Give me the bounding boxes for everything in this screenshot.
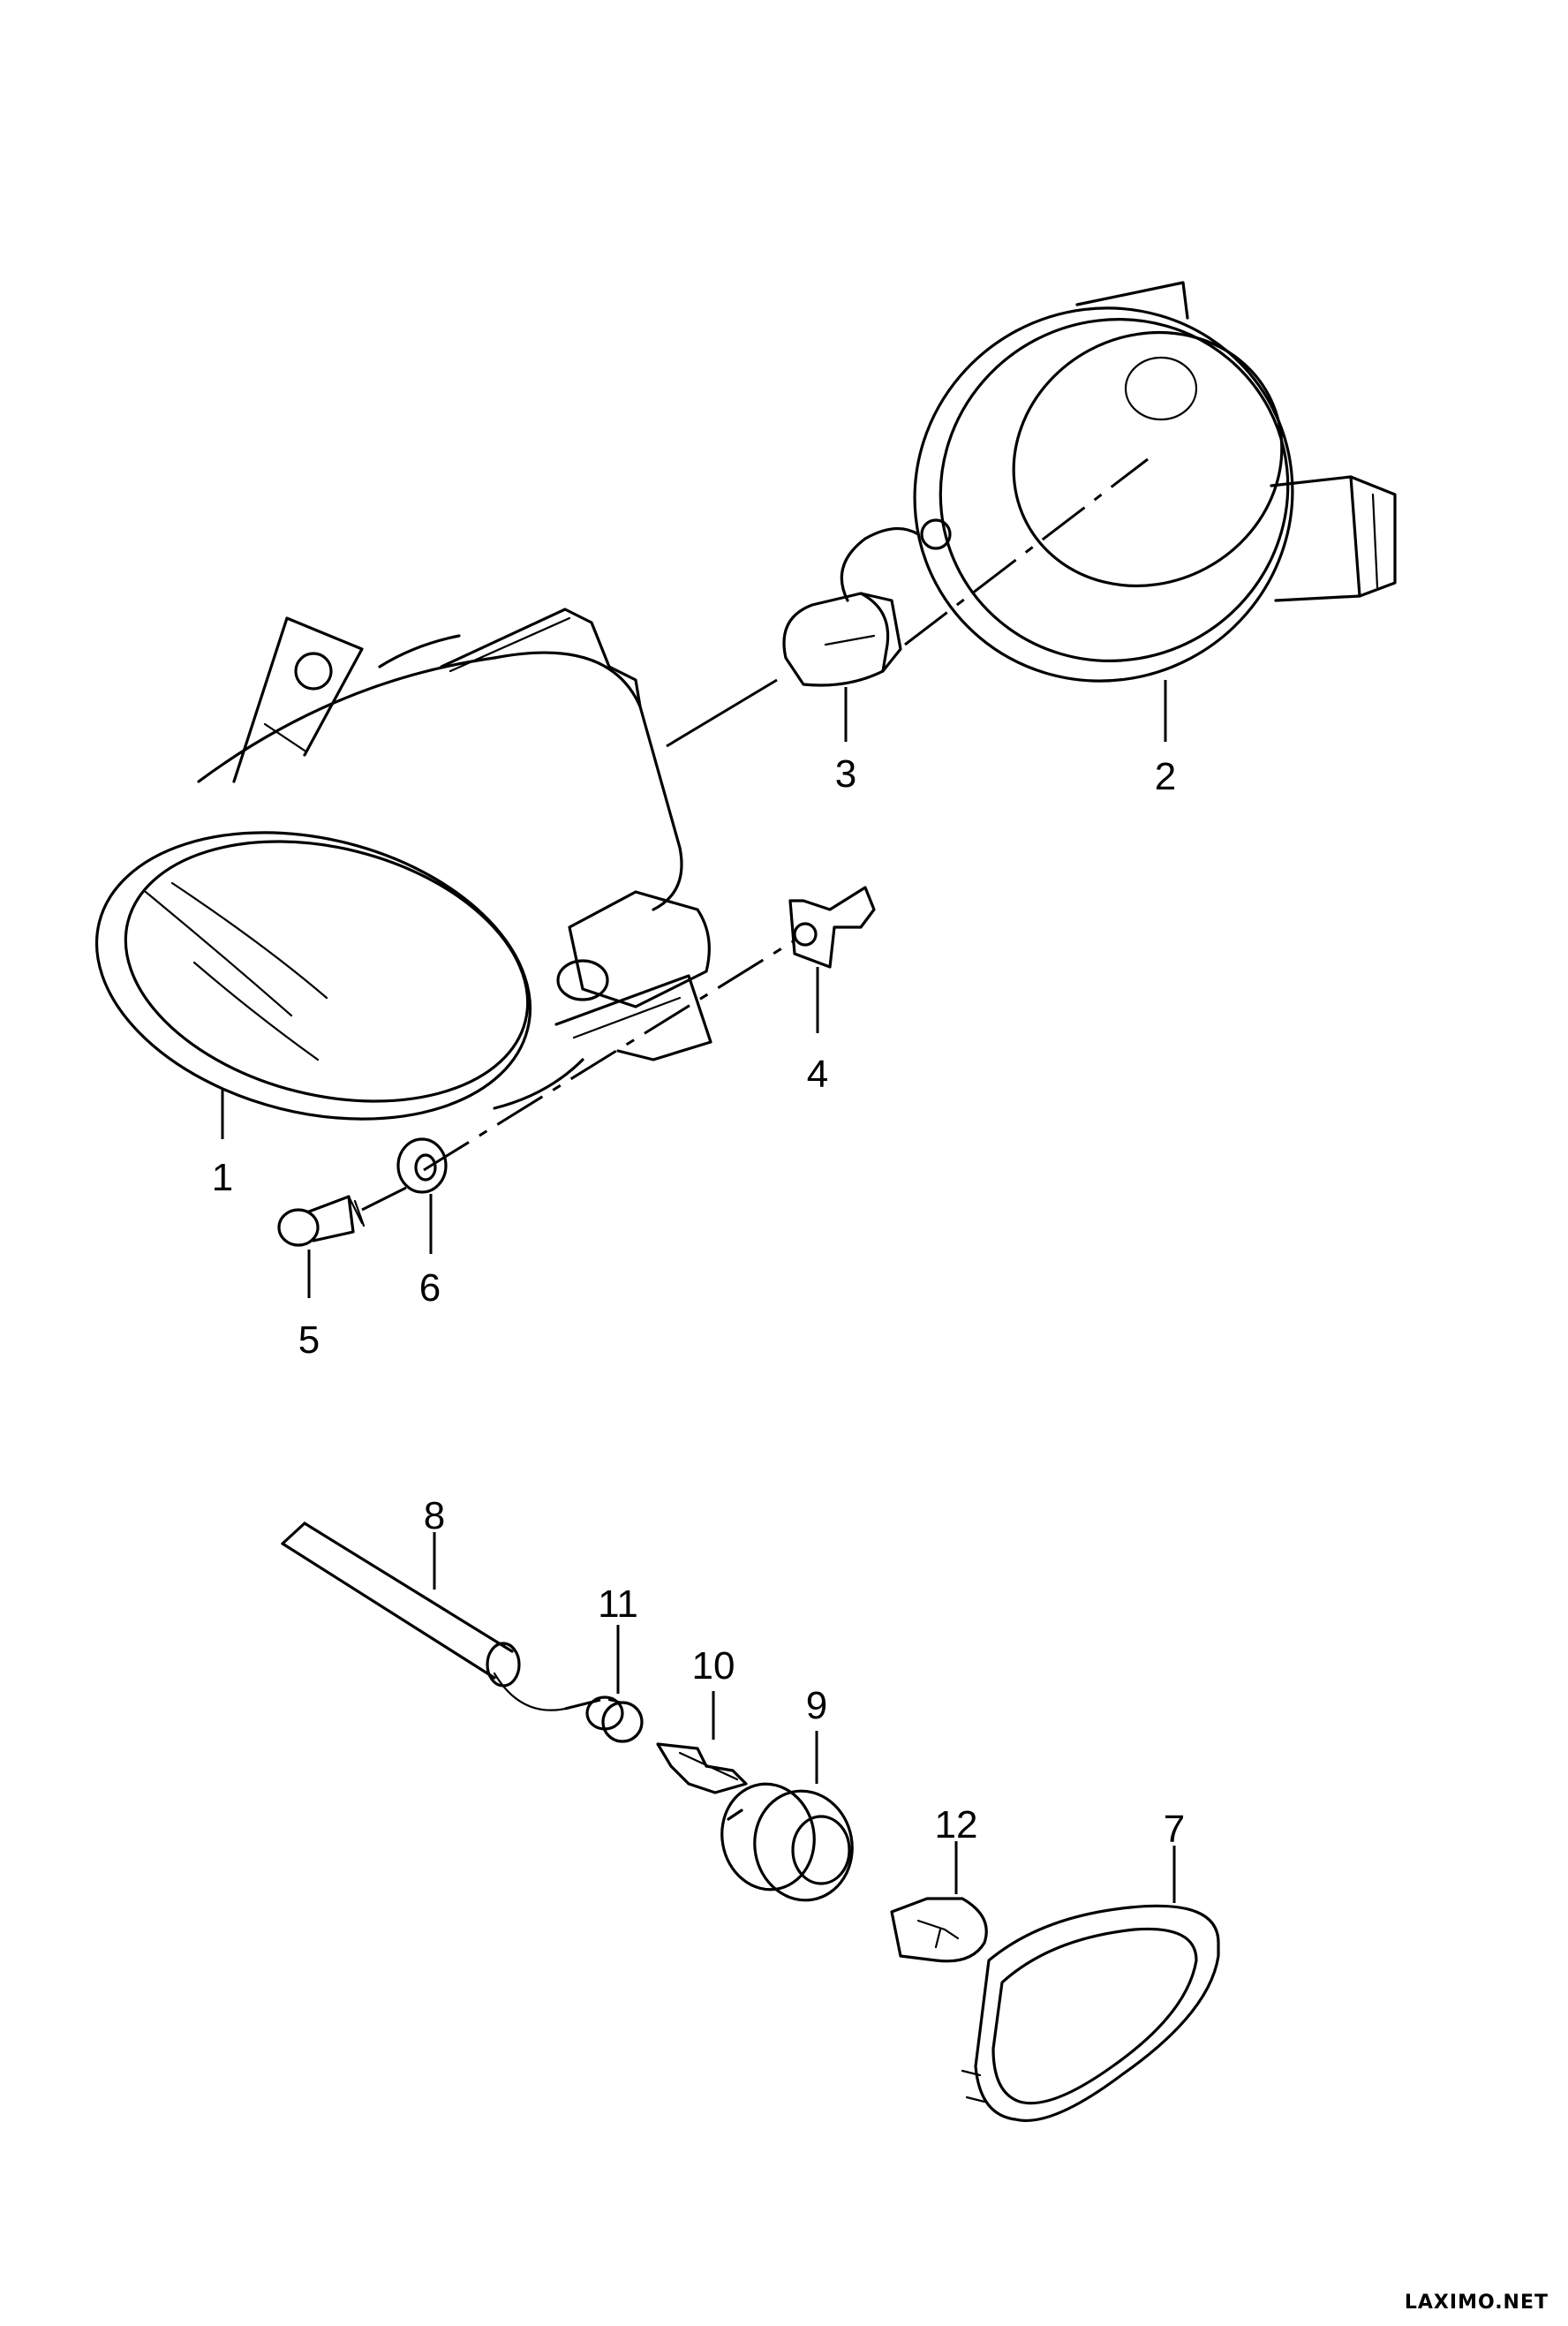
part-10-contact[interactable] bbox=[656, 1691, 748, 1794]
callout-10[interactable]: 10 bbox=[691, 1644, 735, 1688]
callout-12[interactable]: 12 bbox=[934, 1803, 978, 1846]
callout-9[interactable]: 9 bbox=[805, 1684, 828, 1727]
callout-4[interactable]: 4 bbox=[806, 1053, 829, 1096]
callout-6[interactable]: 6 bbox=[418, 1266, 441, 1310]
part-9-bulb-holder[interactable] bbox=[713, 1731, 861, 1908]
callout-5[interactable]: 5 bbox=[298, 1318, 320, 1362]
callout-11[interactable]: 11 bbox=[598, 1582, 638, 1626]
part-11-grommet[interactable] bbox=[585, 1625, 644, 1743]
part-12-wedge-bulb[interactable] bbox=[890, 1841, 988, 1963]
part-6-washer[interactable] bbox=[396, 1137, 448, 1254]
part-1-fog-lamp[interactable] bbox=[66, 608, 712, 1162]
callout-7[interactable]: 7 bbox=[1163, 1808, 1186, 1851]
callout-3[interactable]: 3 bbox=[834, 752, 857, 796]
callout-1[interactable]: 1 bbox=[211, 1156, 234, 1199]
part-4-clip[interactable] bbox=[788, 886, 876, 1033]
part-8-cable[interactable] bbox=[281, 1522, 567, 1711]
part-2-rear-cap[interactable] bbox=[849, 242, 1397, 748]
part-3-bulb[interactable] bbox=[782, 518, 952, 742]
callout-8[interactable]: 8 bbox=[423, 1494, 446, 1537]
callout-2[interactable]: 2 bbox=[1154, 755, 1177, 798]
watermark: LAXIMO.NET bbox=[1404, 2292, 1549, 2314]
part-5-screw[interactable] bbox=[277, 1195, 366, 1298]
part-7-side-marker[interactable] bbox=[961, 1846, 1220, 2122]
